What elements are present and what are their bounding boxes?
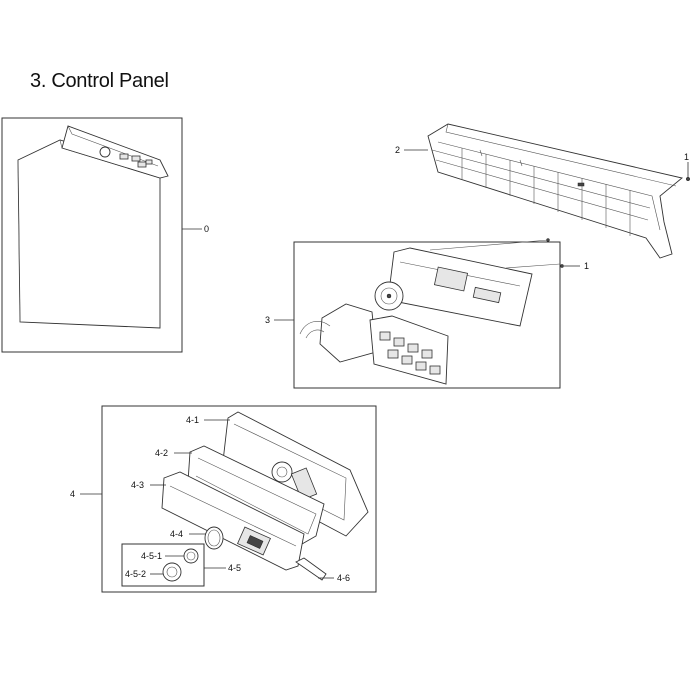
knob-kit-frame [121, 543, 205, 587]
control-panel-frame-group: 2 1 [395, 123, 691, 259]
pcb-assembly-illustration [299, 238, 561, 385]
callout-4-6: 4-6 [337, 573, 350, 583]
page-title: 3. Control Panel [30, 70, 169, 92]
callout-2: 2 [395, 145, 400, 155]
pcb-assembly-group: 3 1 [265, 238, 589, 389]
screw-1b [560, 264, 564, 268]
front-panel-illustration [161, 411, 369, 581]
knob-kit-illustration [162, 548, 199, 582]
front-panel-frame [101, 405, 377, 593]
callout-3: 3 [265, 315, 270, 325]
callout-4-2: 4-2 [155, 448, 168, 458]
washer-assembly-frame [1, 117, 183, 353]
callout-1b: 1 [584, 261, 589, 271]
callout-4-5-1: 4-5-1 [141, 551, 162, 561]
callout-4: 4 [70, 489, 75, 499]
callout-4-5-2: 4-5-2 [125, 569, 146, 579]
callout-4-5: 4-5 [228, 563, 241, 573]
callout-4-3: 4-3 [131, 480, 144, 490]
screw-1a [685, 176, 691, 182]
control-panel-frame-illustration [427, 123, 683, 259]
washer-cabinet-illustration [17, 125, 169, 329]
pcb-assembly-frame [293, 241, 561, 389]
callout-1a: 1 [684, 152, 689, 162]
front-panel-group: 4 4-1 4-2 4-3 4-4 4-5 4-5-1 4-5-2 4-6 [70, 405, 377, 593]
washer-assembly-group: 0 [1, 117, 209, 353]
callout-0: 0 [204, 224, 209, 234]
callout-4-4: 4-4 [170, 529, 183, 539]
callout-4-1: 4-1 [186, 415, 199, 425]
